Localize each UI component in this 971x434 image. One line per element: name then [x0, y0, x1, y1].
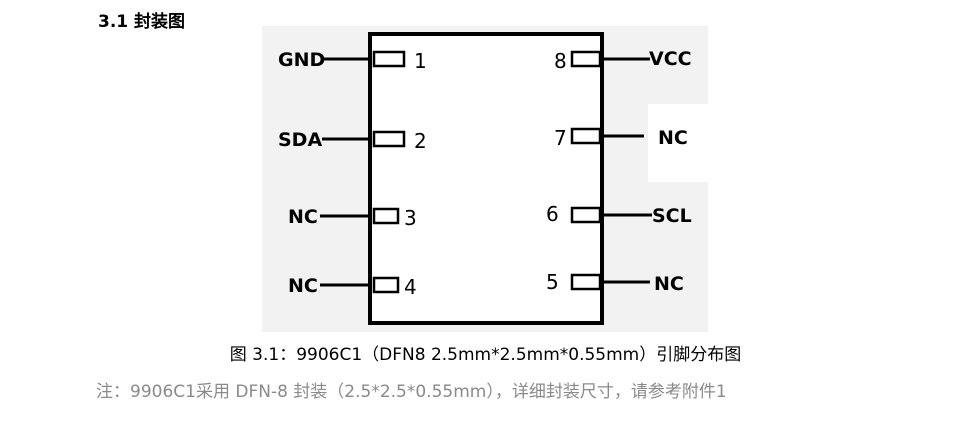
pin-2-pad — [372, 130, 406, 148]
pin-6-label: SCL — [652, 205, 692, 227]
pin-5-label: NC — [654, 273, 684, 295]
pin-4-number: 4 — [404, 275, 417, 299]
pin-5-number: 5 — [546, 270, 559, 294]
pin-3-label: NC — [288, 206, 318, 228]
pin-7-number: 7 — [554, 126, 567, 150]
section-heading: 3.1 封装图 — [98, 12, 186, 32]
pinout-diagram: GND 1 SDA 2 NC 3 NC 4 8 VCC 7 NC 6 SCL — [262, 26, 708, 332]
pin-2-label: SDA — [278, 129, 322, 151]
pin-5-pad — [570, 273, 602, 291]
pin-1-pad — [372, 50, 406, 68]
pin-2-number: 2 — [414, 129, 427, 153]
pin-8-label: VCC — [649, 48, 692, 70]
pin-6-number: 6 — [546, 202, 559, 226]
pin-3-number: 3 — [404, 206, 417, 230]
figure-caption: 图 3.1：9906C1（DFN8 2.5mm*2.5mm*0.55mm）引脚分… — [229, 345, 742, 365]
pinout-svg: GND 1 SDA 2 NC 3 NC 4 8 VCC 7 NC 6 SCL — [278, 32, 708, 325]
pin-7-label: NC — [658, 127, 688, 149]
label-background — [648, 104, 708, 182]
figure-note: 注：9906C1采用 DFN-8 封装（2.5*2.5*0.55mm），详细封装… — [96, 382, 727, 402]
pin-8-pad — [570, 50, 602, 68]
pin-7-pad — [570, 127, 602, 145]
chip-body — [368, 32, 604, 325]
pin-3-pad — [372, 207, 400, 225]
pin-1-number: 1 — [414, 49, 427, 73]
pin-8-number: 8 — [554, 49, 567, 73]
pin-4-pad — [372, 276, 400, 294]
pin-4-label: NC — [288, 275, 318, 297]
pin-6-pad — [570, 206, 602, 224]
pin-1-label: GND — [278, 49, 325, 71]
